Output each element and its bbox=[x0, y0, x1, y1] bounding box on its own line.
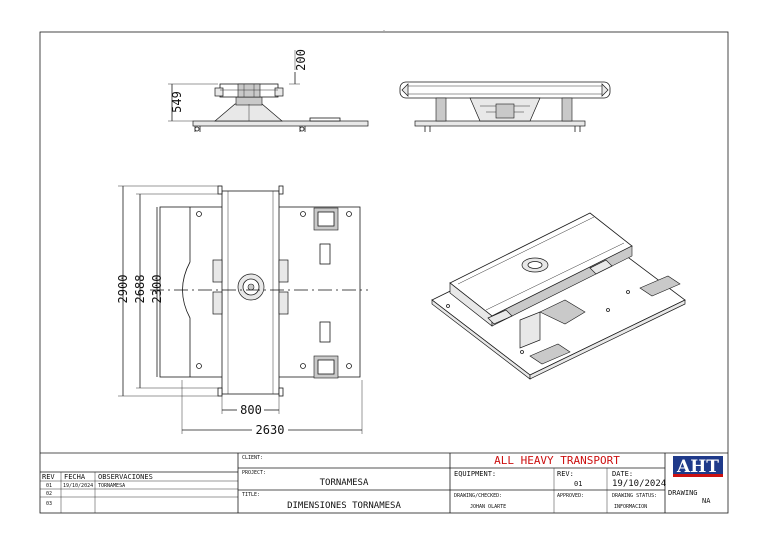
equipment-label: EQUIPMENT: bbox=[454, 470, 496, 478]
client-label: CLIENT: bbox=[242, 455, 263, 461]
title-block: REV FECHA OBSERVACIONES 01 19/10/2024 TO… bbox=[40, 452, 728, 513]
fecha-header: FECHA bbox=[64, 473, 86, 481]
drawing-value: NA bbox=[702, 497, 711, 505]
logo-bg bbox=[673, 456, 723, 476]
front-view bbox=[399, 81, 611, 132]
project-value: TORNAMESA bbox=[320, 478, 369, 488]
row3-rev: 03 bbox=[46, 501, 52, 507]
rev-label: REV: bbox=[557, 470, 574, 478]
rev-header: REV bbox=[42, 473, 55, 481]
row1-fecha: 19/10/2024 bbox=[63, 483, 93, 489]
title-label: TITLE: bbox=[242, 492, 260, 498]
approved-label: APPROVED: bbox=[557, 493, 584, 499]
dim-2688: 2688 bbox=[133, 275, 147, 304]
dim-800: 800 bbox=[240, 403, 262, 417]
drawn-label: DRAWING/CHECKED: bbox=[454, 493, 502, 499]
row2-rev: 02 bbox=[46, 491, 52, 497]
status-value: INFORMACION bbox=[614, 504, 647, 510]
drawing-label: DRAWING bbox=[668, 489, 698, 497]
sheet-border bbox=[39, 31, 729, 514]
rev-value: 01 bbox=[574, 480, 582, 488]
dim-549: 549 bbox=[170, 91, 184, 113]
isometric-view bbox=[431, 212, 686, 380]
title-value: DIMENSIONES TORNAMESA bbox=[287, 501, 401, 511]
plan-view: 2900 2688 2300 800 2630 bbox=[116, 185, 368, 437]
dim-2300: 2300 bbox=[150, 275, 164, 304]
side-view: 549 200 bbox=[168, 49, 369, 132]
dim-2900: 2900 bbox=[116, 275, 130, 304]
project-label: PROJECT: bbox=[242, 470, 266, 476]
dim-200: 200 bbox=[294, 49, 308, 71]
logo-text: AHT bbox=[676, 457, 719, 477]
client-value: ALL HEAVY TRANSPORT bbox=[494, 454, 620, 467]
row1-rev: 01 bbox=[46, 483, 52, 489]
row1-obs: TORNAMESA bbox=[98, 483, 125, 489]
obs-header: OBSERVACIONES bbox=[98, 473, 153, 481]
logo-stripe bbox=[673, 474, 723, 477]
date-label: DATE: bbox=[612, 470, 633, 478]
dim-2630: 2630 bbox=[256, 423, 285, 437]
date-value: 19/10/2024 bbox=[612, 479, 666, 489]
drawn-value: JOHAN OLARTE bbox=[470, 504, 506, 510]
status-label: DRAWING STATUS: bbox=[612, 493, 657, 499]
